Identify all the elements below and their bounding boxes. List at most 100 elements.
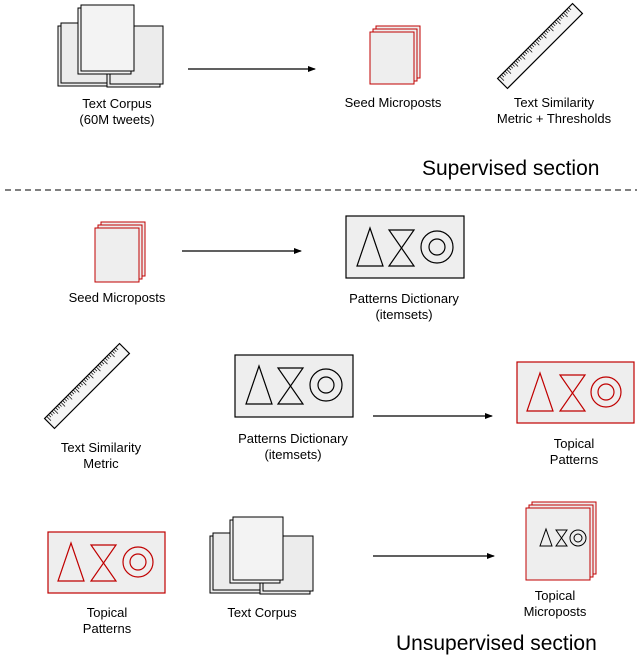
ruler-tick [522,53,526,57]
ruler-tick [103,359,108,365]
ruler-tick [527,47,533,53]
seed-microposts-icon [94,221,146,283]
topical-patterns-icon [516,361,635,424]
ruler-tick [540,35,544,39]
ruler-tick [564,10,568,14]
ruler-tick [95,366,101,372]
ruler-tick [543,31,547,35]
ruler-tick [48,414,52,418]
ruler-tick [74,387,80,393]
ruler-tick [92,370,96,374]
topical-patterns-label: Topical Patterns [82,605,132,636]
ruler-tick [550,24,554,28]
ruler-tick [111,350,115,354]
supervised-section-title: Supervised section [422,157,600,180]
ruler-tick [529,46,533,50]
ruler-tick [515,60,519,64]
ruler-tick [83,379,87,383]
ruler-tick [557,17,561,21]
ruler-tick [106,356,110,360]
unsupervised-section-title: Unsupervised section [396,632,597,655]
seed-microposts-label: Seed Microposts [344,95,442,110]
seed-microposts-label: Seed Microposts [68,290,166,305]
ruler-tick [115,347,119,351]
ruler-tick [531,44,535,48]
text-corpus-icon [57,4,164,88]
ruler-icon [43,342,131,430]
text-corpus-label: Text Corpus [227,605,297,620]
ruler-tick [62,400,66,404]
topical-patterns-label: Topical Patterns [549,436,599,467]
ruler-tick [554,21,558,25]
ruler-tick [534,40,540,46]
ruler-icon [496,2,584,90]
ruler-tick [55,407,59,411]
similarity-metric-label: Text Similarity Metric + Thresholds [496,95,612,126]
ruler-tick [113,348,117,352]
ruler-tick [517,58,521,62]
ruler-tick [548,26,554,32]
ruler-tick [88,373,94,379]
ruler-tick [510,65,514,69]
ruler-tick [71,391,75,395]
ruler-tick [518,56,522,60]
ruler-tick [90,371,94,375]
topical-patterns-icon [47,531,166,594]
ruler-tick [67,394,73,400]
ruler-tick [108,354,112,358]
ruler-tick [97,364,101,368]
ruler-tick [101,361,105,365]
ruler-tick [49,412,53,416]
ruler-tick [51,410,55,414]
text-corpus-label: Text Corpus (60M tweets) [79,96,155,127]
ruler-tick [511,63,515,67]
ruler-tick [513,62,519,67]
ruler-tick [563,12,568,18]
ruler-tick [545,30,549,34]
ruler-tick [99,363,103,367]
ruler-tick [538,37,542,41]
seed-microposts-icon [369,25,421,85]
text-corpus-icon [209,516,314,595]
patterns-dictionary-icon [234,354,354,418]
ruler-tick [53,409,59,414]
ruler-tick [81,380,87,386]
topical-microposts-label: Topical Microposts [523,588,587,619]
ruler-tick [520,54,526,60]
ruler-tick [536,39,540,43]
ruler-tick [559,16,563,20]
ruler-tick [104,357,108,361]
ruler-tick [60,402,66,407]
ruler-tick [552,23,556,27]
patterns-dictionary-icon [345,215,465,279]
ruler-tick [69,393,73,397]
ruler-tick [72,389,76,393]
ruler-tick [94,368,98,372]
ruler-tick [58,403,62,407]
ruler-tick [525,49,529,53]
ruler-tick [556,19,561,25]
ruler-tick [533,42,537,46]
ruler-tick [64,398,68,402]
ruler-tick [87,375,91,379]
ruler-tick [110,352,115,358]
ruler-tick [76,386,80,390]
ruler-tick [65,396,69,400]
ruler-tick [78,384,82,388]
ruler-tick [57,405,61,409]
ruler-tick [46,416,52,421]
ruler-tick [561,14,565,18]
ruler-tick [85,377,89,381]
patterns-dictionary-label: Patterns Dictionary (itemsets) [238,431,348,462]
patterns-dictionary-label: Patterns Dictionary (itemsets) [349,291,459,322]
ruler-tick [501,74,505,78]
ruler-tick [541,33,547,39]
ruler-tick [499,76,505,81]
similarity-metric-label: Text Similarity Metric [60,440,142,471]
ruler-tick [568,7,572,11]
ruler-tick [524,51,528,55]
topical-microposts-icon [525,501,597,581]
ruler-tick [506,69,512,74]
ruler-tick [502,72,506,76]
